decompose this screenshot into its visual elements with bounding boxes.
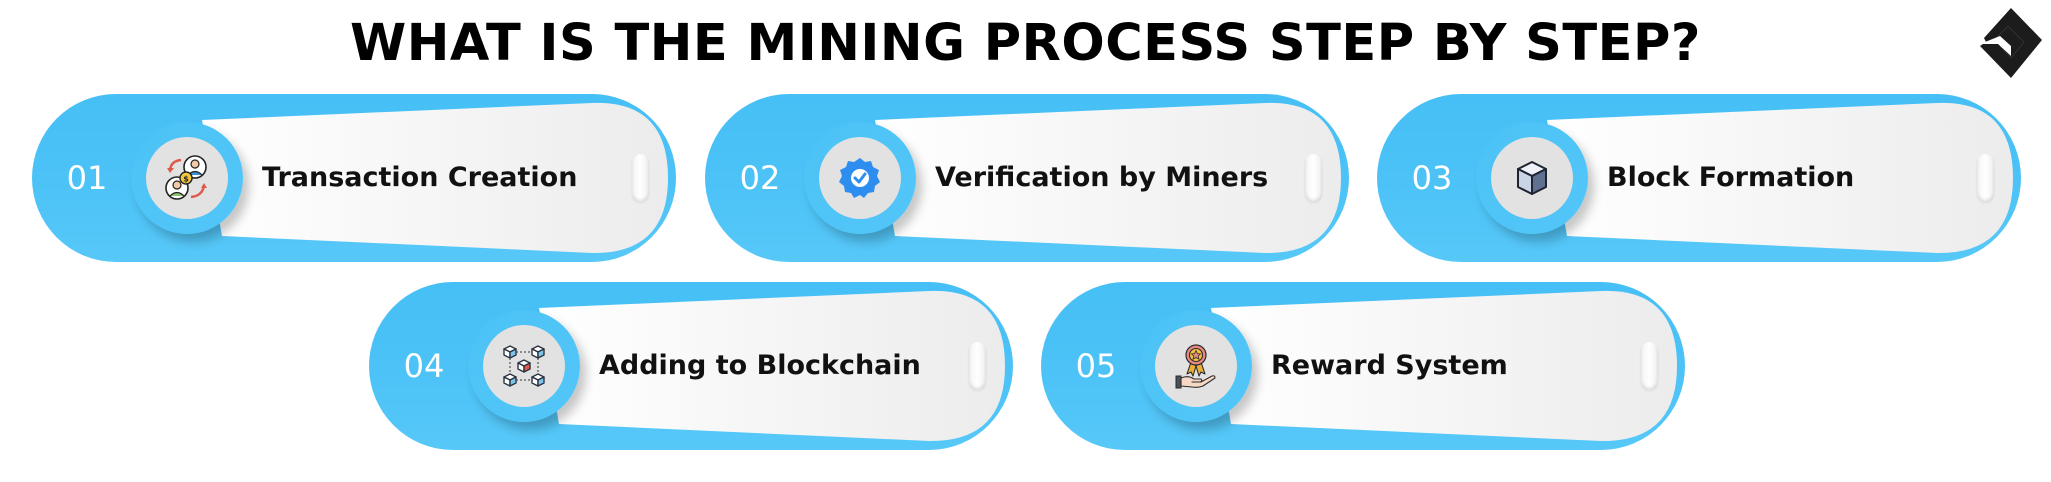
step-card-5: 05 Reward System — [1041, 282, 1685, 450]
page-title: WHAT IS THE MINING PROCESS STEP BY STEP? — [350, 14, 1701, 73]
verified-badge-icon — [839, 158, 880, 198]
step-number: 02 — [739, 159, 781, 197]
transaction-exchange-icon: $ — [165, 155, 207, 200]
step-label: Adding to Blockchain — [599, 350, 921, 381]
step-number: 03 — [1411, 159, 1453, 197]
icon-disc — [483, 325, 565, 407]
step-number: 01 — [66, 159, 108, 197]
step-label: Block Formation — [1607, 162, 1855, 193]
step-card-3: 03 Block Formation — [1377, 94, 2021, 262]
step-label-panel — [202, 102, 668, 254]
step-label: Transaction Creation — [262, 162, 578, 193]
step-card-1: 01 $ Transaction Creation — [32, 94, 676, 262]
cube-block-icon — [1517, 161, 1547, 195]
step-label: Verification by Miners — [935, 162, 1269, 193]
icon-disc — [1491, 137, 1573, 219]
reward-medal-hand-icon — [1175, 344, 1216, 389]
step-card-2: 02 Verification by Miners — [705, 94, 1349, 262]
tag-slot — [969, 342, 986, 390]
brand-logo-icon — [1980, 8, 2042, 78]
step-card-4: 04 Adding to Blockchain — [369, 282, 1013, 450]
step-label-panel — [1211, 290, 1677, 442]
step-label-panel — [539, 290, 1005, 442]
step-label-panel — [875, 102, 1341, 254]
step-label: Reward System — [1271, 350, 1508, 381]
icon-disc — [1155, 325, 1237, 407]
icon-disc: $ — [146, 137, 228, 219]
svg-text:$: $ — [183, 175, 189, 184]
tag-slot — [1977, 154, 1994, 202]
icon-disc — [819, 137, 901, 219]
step-label-panel — [1547, 102, 2013, 254]
tag-slot — [632, 154, 649, 202]
tag-slot — [1305, 154, 1322, 202]
step-number: 05 — [1075, 347, 1117, 385]
step-number: 04 — [403, 347, 445, 385]
tag-slot — [1641, 342, 1658, 390]
blockchain-network-icon — [503, 345, 545, 387]
